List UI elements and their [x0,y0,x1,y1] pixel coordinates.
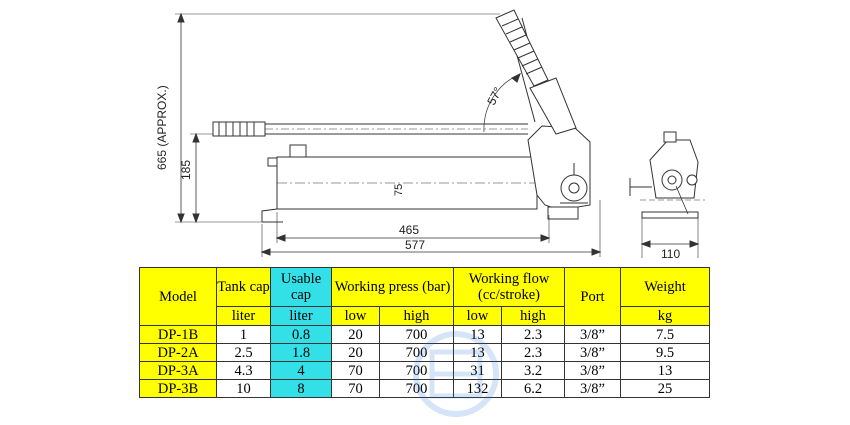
cell-weight: 13 [620,361,710,380]
cell-press-high: 700 [379,325,454,344]
cell-weight: 9.5 [620,343,710,362]
cell-flow-high: 6.2 [501,379,565,398]
side-view [629,131,705,258]
reservoir-body [261,144,538,223]
label-bore: 75 [393,184,405,196]
label-side-width: 110 [661,247,680,261]
cell-press-high: 700 [379,379,454,398]
cell-press-low: 70 [331,379,380,398]
cell-usable: 0.8 [270,325,332,344]
header-usable-cap: Usable cap [270,267,332,307]
cell-press-high: 700 [379,361,454,380]
angle-dimension [483,72,521,133]
cell-weight: 7.5 [620,325,710,344]
unit-flow-high: high [501,306,565,326]
label-angle: 57° [484,85,505,108]
cell-flow-high: 2.3 [501,325,565,344]
cell-port: 3/8” [564,361,621,380]
label-length-overall: 577 [405,238,425,252]
header-working-flow: Working flow (cc/stroke) [453,267,565,307]
unit-weight: kg [620,306,710,326]
spec-table: Model Tank cap Usable cap Working press … [139,267,710,398]
table-row: DP-2A 2.5 1.8 20 700 13 2.3 3/8” 9.5 [139,343,710,362]
cell-flow-low: 13 [453,343,502,362]
cell-tank: 10 [216,379,271,398]
cell-tank: 2.5 [216,343,271,362]
table-row: DP-3B 10 8 70 700 132 6.2 3/8” 25 [139,379,710,398]
cell-press-low: 70 [331,361,380,380]
cell-flow-high: 2.3 [501,343,565,362]
label-height-overall: 665 (APPROX.) [155,85,169,170]
pump-technical-drawing: 665 (APPROX.) 185 57° 75 465 577 110 [155,9,705,261]
unit-flow-low: low [453,306,502,326]
cell-tank: 4.3 [216,361,271,380]
label-height-body: 185 [179,160,193,180]
handle-grip [212,121,266,137]
label-length-body: 465 [399,223,419,237]
cell-model: DP-1B [139,325,217,344]
cell-port: 3/8” [564,325,621,344]
cell-press-low: 20 [331,325,380,344]
cell-usable: 1.8 [270,343,332,362]
unit-usable-cap: liter [270,306,332,326]
cell-model: DP-3B [139,379,217,398]
height-dimension-overall [175,12,500,224]
unit-tank-cap: liter [216,306,271,326]
cell-flow-high: 3.2 [501,361,565,380]
header-weight: Weight [620,267,710,307]
unit-press-high: high [379,306,454,326]
header-model: Model [139,267,217,326]
cell-model: DP-3A [139,361,217,380]
raised-handle [495,9,577,135]
cell-flow-low: 132 [453,379,502,398]
cell-weight: 25 [620,379,710,398]
cell-press-low: 20 [331,343,380,362]
cell-flow-low: 31 [453,361,502,380]
header-port: Port [564,267,621,326]
cell-model: DP-2A [139,343,217,362]
cell-press-high: 700 [379,343,454,362]
height-dimension-body [190,132,215,224]
cell-port: 3/8” [564,379,621,398]
unit-press-low: low [331,306,380,326]
length-dimension-body [275,212,551,243]
length-dimension-overall [260,200,602,257]
table-row: DP-3A 4.3 4 70 700 31 3.2 3/8” 13 [139,361,710,380]
cell-flow-low: 13 [453,325,502,344]
cell-port: 3/8” [564,343,621,362]
cell-usable: 4 [270,361,332,380]
handle-bar [265,123,528,135]
cell-usable: 8 [270,379,332,398]
cell-tank: 1 [216,325,271,344]
header-working-press: Working press (bar) [331,267,454,307]
table-row: DP-1B 1 0.8 20 700 13 2.3 3/8” 7.5 [139,325,710,344]
header-tank-cap: Tank cap [216,267,271,307]
